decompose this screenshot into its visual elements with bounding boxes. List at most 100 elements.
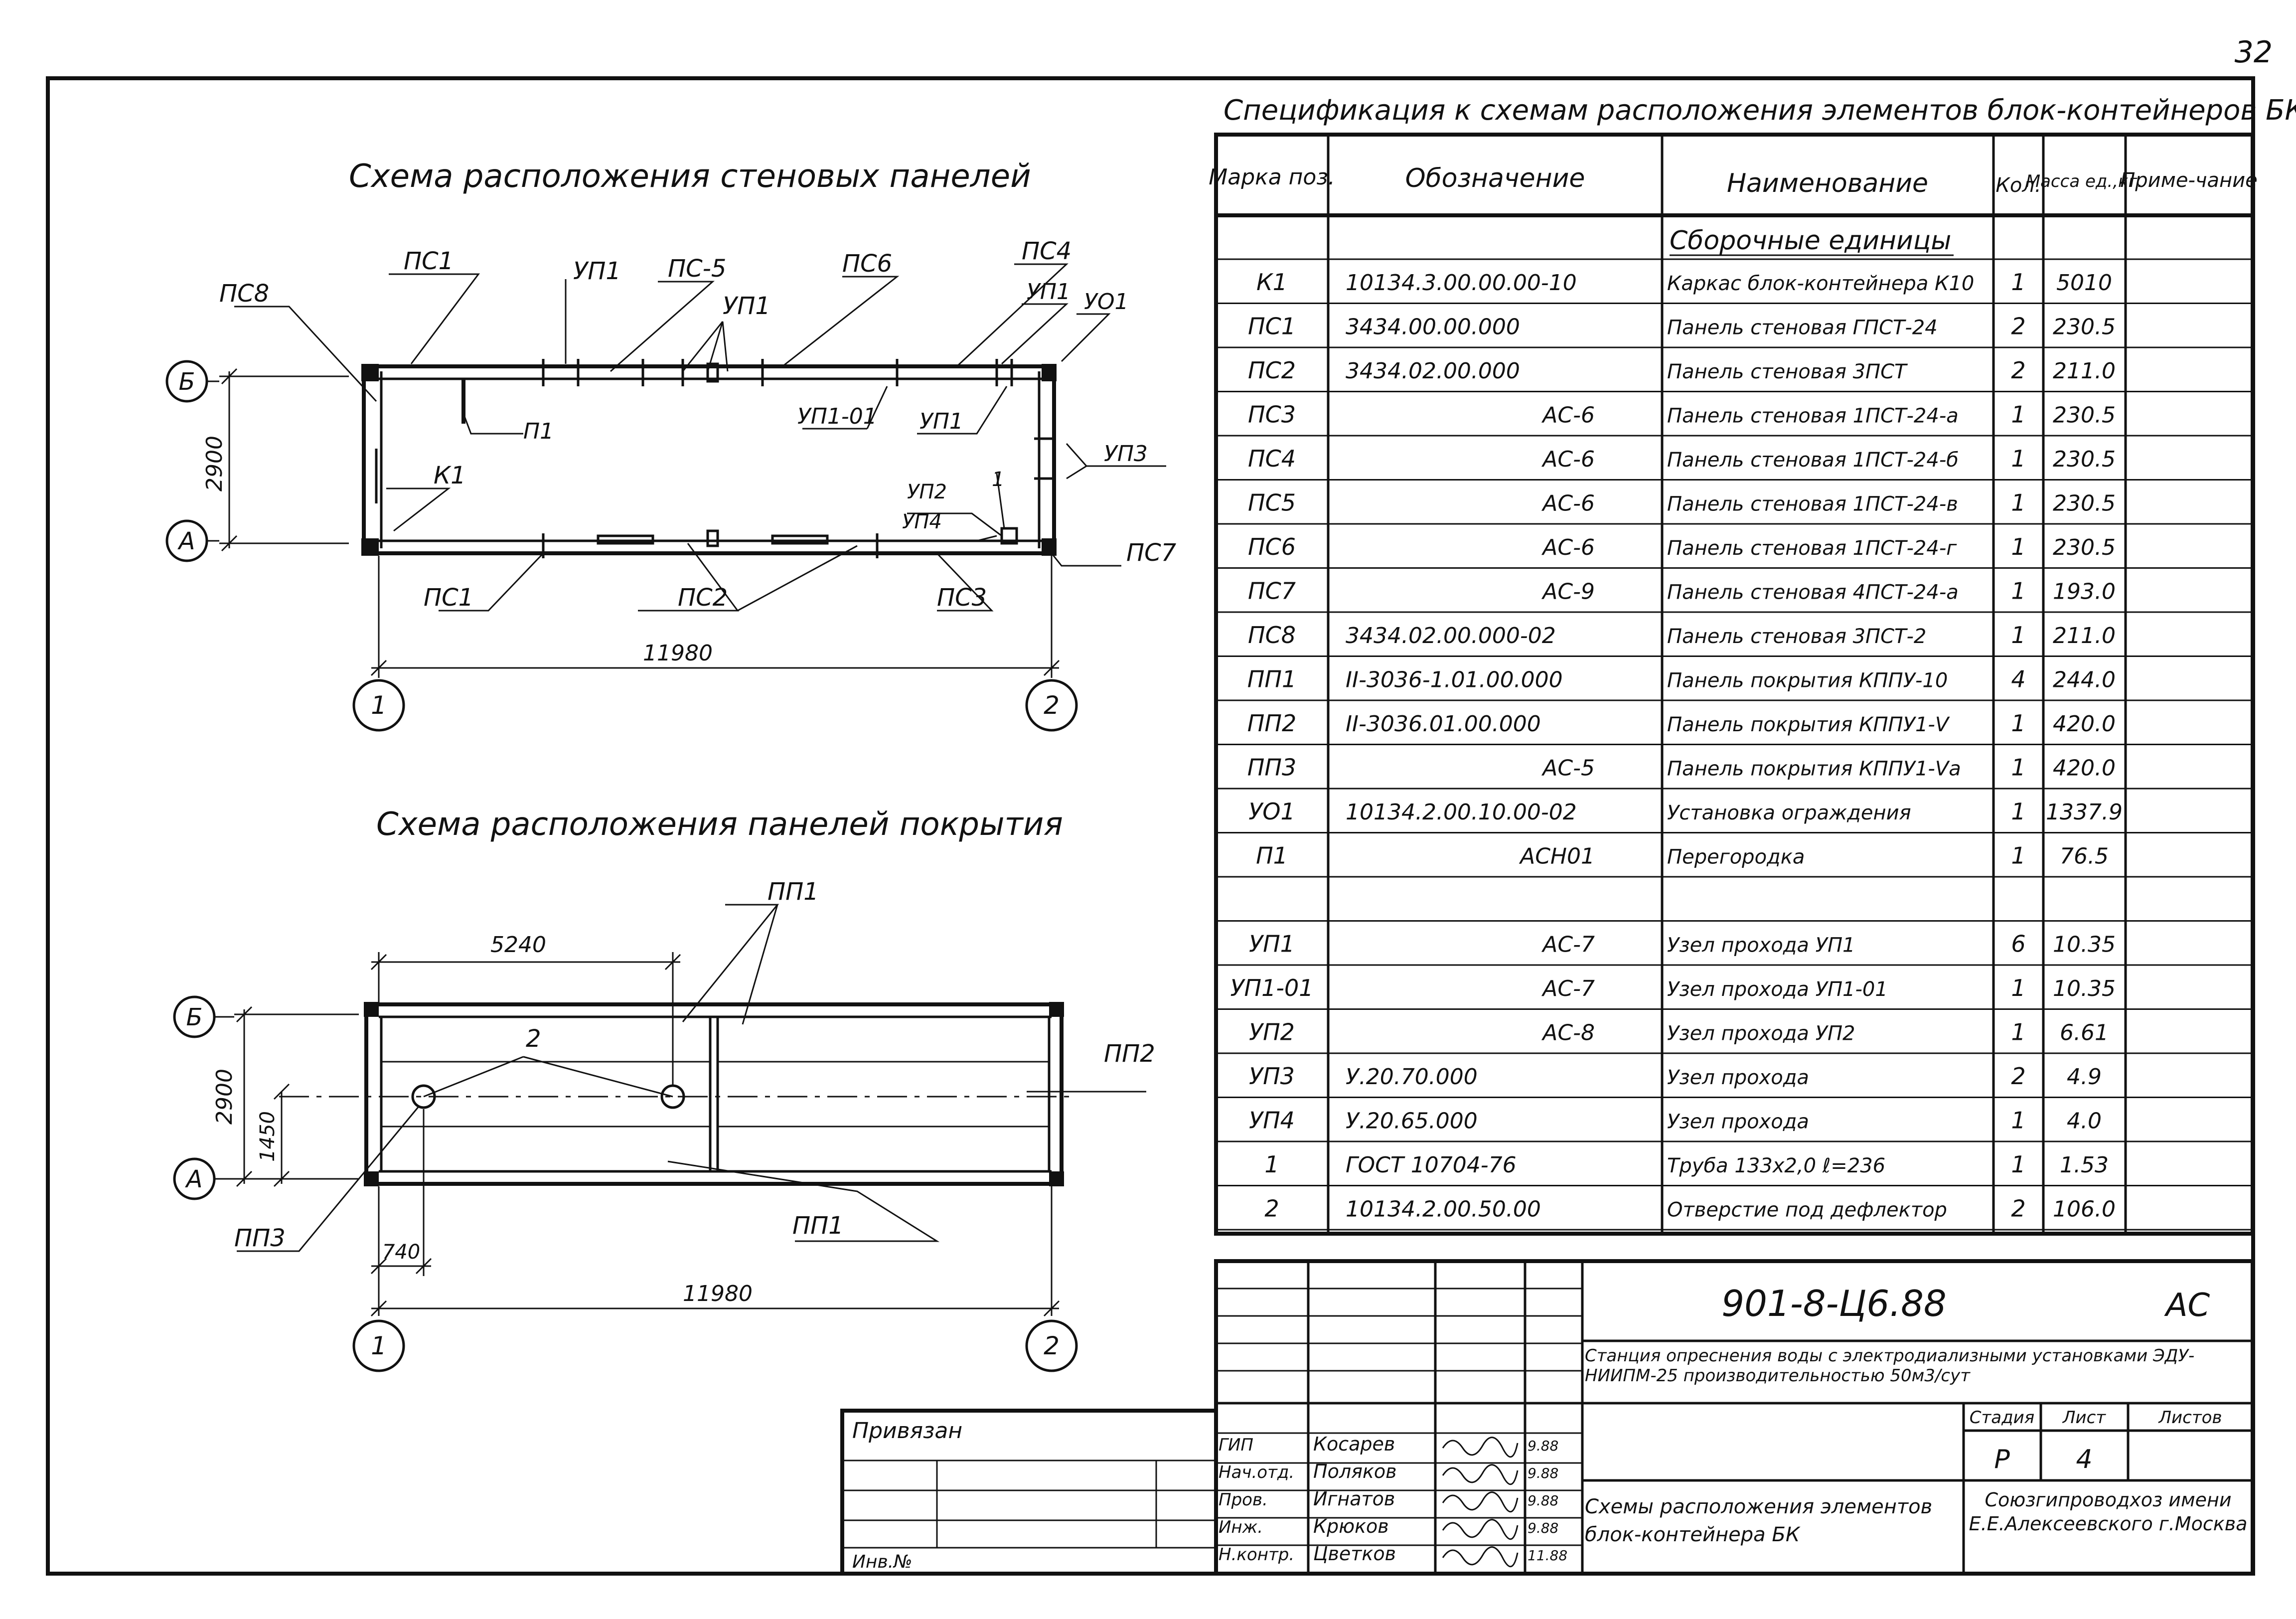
wall-panels-scheme: Схема расположения стеновых панелей <box>165 158 1177 732</box>
label-p1: П1 <box>523 419 554 444</box>
spec-cell-mass: 230.5 <box>2053 491 2116 516</box>
spec-cell-name: Панель стеновая 3ПСТ-2 <box>1667 625 1926 648</box>
spec-cell-qty: 1 <box>2011 754 2025 781</box>
spec-cell-mark: ПС2 <box>1248 357 1296 384</box>
spec-cell-mark: ПП2 <box>1247 710 1296 737</box>
spec-cell-name: Панель покрытия КППУ1-V <box>1667 713 1950 736</box>
spec-cell-qty: 1 <box>2011 710 2025 737</box>
roof-axis-2: 2 <box>1044 1331 1060 1360</box>
spec-cell-mass: 211.0 <box>2053 623 2116 648</box>
spec-cell-qty: 1 <box>2011 622 2025 648</box>
spec-cell-qty: 1 <box>2011 489 2025 516</box>
wall-scheme-title: Схема расположения стеновых панелей <box>349 158 1031 195</box>
signature-scribble <box>1442 1437 1519 1458</box>
spec-cell-name: Панель стеновая 1ПСТ-24-б <box>1667 449 1959 472</box>
label-pc1-top: ПС1 <box>404 247 454 275</box>
spec-cell-mark: УП2 <box>1249 1019 1295 1046</box>
stamp-project: Станция опреснения воды с электродиализн… <box>1585 1346 2195 1386</box>
spec-cell-name: Установка ограждения <box>1667 802 1911 824</box>
spec-cell-designation: АС-8 <box>1541 1020 1595 1046</box>
spec-cell-name: Труба 133х2,0 ℓ=236 <box>1667 1154 1885 1177</box>
label-up1-a: УП1 <box>573 257 621 285</box>
title-block: Привязан Инв.№ 901-8-Ц6.88 АС Станция оп… <box>840 1259 2255 1576</box>
spec-cell-qty: 2 <box>2011 357 2025 384</box>
spec-section-title: Сборочные единицы <box>1670 226 1951 256</box>
label-up1-01: УП1-01 <box>797 404 877 429</box>
spec-cell-mark: ПС7 <box>1248 578 1296 605</box>
spec-cell-designation: АС-6 <box>1541 491 1595 516</box>
spec-cell-mark: УП3 <box>1249 1063 1295 1090</box>
spec-row: ПС5 АС-6 Панель стеновая 1ПСТ-24-в 1 230.5 <box>1248 489 2116 516</box>
wall-dim-length: 11980 <box>643 641 713 666</box>
spec-cell-designation: АС-7 <box>1541 976 1595 1001</box>
spec-cell-qty: 1 <box>2011 401 2025 428</box>
spec-cell-mark: 2 <box>1264 1195 1279 1222</box>
spec-header-mark: Марка поз. <box>1209 164 1335 190</box>
stamp-person-name: Крюков <box>1313 1515 1389 1537</box>
spec-cell-qty: 1 <box>2011 1151 2025 1178</box>
spec-cell-mass: 230.5 <box>2053 403 2116 428</box>
spec-cell-qty: 2 <box>2011 1195 2025 1222</box>
spec-cell-mark: ПС3 <box>1248 401 1296 428</box>
roof-label-two: 2 <box>526 1025 541 1053</box>
spec-cell-qty: 1 <box>2011 269 2025 296</box>
label-pc4: ПС4 <box>1022 237 1071 265</box>
stamp-person-name: Игнатов <box>1313 1488 1395 1510</box>
spec-cell-designation: У.20.65.000 <box>1346 1109 1478 1134</box>
stamp-person-date: 9.88 <box>1528 1465 1558 1481</box>
spec-cell-name: Узел прохода УП1-01 <box>1667 978 1888 1001</box>
spec-header-name: Наименование <box>1727 168 1928 198</box>
spec-cell-mass: 420.0 <box>2053 711 2116 737</box>
spec-cell-designation: АС-7 <box>1541 932 1595 958</box>
spec-cell-mark: ПС1 <box>1248 313 1296 340</box>
label-pc6: ПС6 <box>842 250 892 278</box>
spec-cell-qty: 1 <box>2011 533 2025 560</box>
spec-header: Марка поз. Обозначение Наименование Кол.… <box>1209 163 2258 198</box>
spec-cell-qty: 2 <box>2011 1063 2025 1090</box>
roof-label-pp1-bot: ПП1 <box>792 1212 844 1240</box>
roof-scheme-title: Схема расположения панелей покрытия <box>376 806 1063 843</box>
stamp-code: 901-8-Ц6.88 <box>1721 1283 1946 1324</box>
label-pc8: ПС8 <box>219 280 269 308</box>
stamp-sheet-label: Лист <box>2062 1408 2106 1428</box>
spec-cell-mark: УП1 <box>1249 931 1295 958</box>
roof-panels-scheme: Схема расположения панелей покрытия ПП1 … <box>173 806 1155 1372</box>
spec-cell-name: Панель стеновая ГПСТ-24 <box>1667 317 1938 339</box>
spec-header-mass: Масса ед.,кг. <box>2026 171 2143 191</box>
spec-cell-designation: У.20.70.000 <box>1346 1064 1478 1090</box>
spec-cell-mass: 230.5 <box>2053 447 2116 472</box>
stamp-person-role: Нач.отд. <box>1219 1462 1294 1482</box>
stamp-person-date: 11.88 <box>1528 1547 1567 1564</box>
stamp-person-date: 9.88 <box>1528 1520 1558 1536</box>
spec-cell-mark: ПС5 <box>1248 489 1296 516</box>
label-pc5: ПС-5 <box>668 255 726 283</box>
spec-cell-name: Панель покрытия КППУ1-Vа <box>1667 758 1961 781</box>
signature-scribble <box>1442 1519 1519 1540</box>
spec-cell-name: Панель стеновая 1ПСТ-24-в <box>1667 493 1958 516</box>
wall-dim-height: 2900 <box>202 436 227 491</box>
label-up3: УП3 <box>1104 441 1148 467</box>
label-pc1-bot: ПС1 <box>424 584 473 612</box>
spec-cell-qty: 1 <box>2011 445 2025 472</box>
stamp-person-role: Пров. <box>1219 1490 1268 1510</box>
stamp-person-date: 9.88 <box>1528 1492 1558 1509</box>
stamp-sheets-label: Листов <box>2157 1408 2222 1428</box>
stamp-sheet: 4 <box>2076 1445 2092 1474</box>
spec-cell-mass: 211.0 <box>2053 358 2116 384</box>
spec-cell-mark: ПП1 <box>1247 666 1296 693</box>
